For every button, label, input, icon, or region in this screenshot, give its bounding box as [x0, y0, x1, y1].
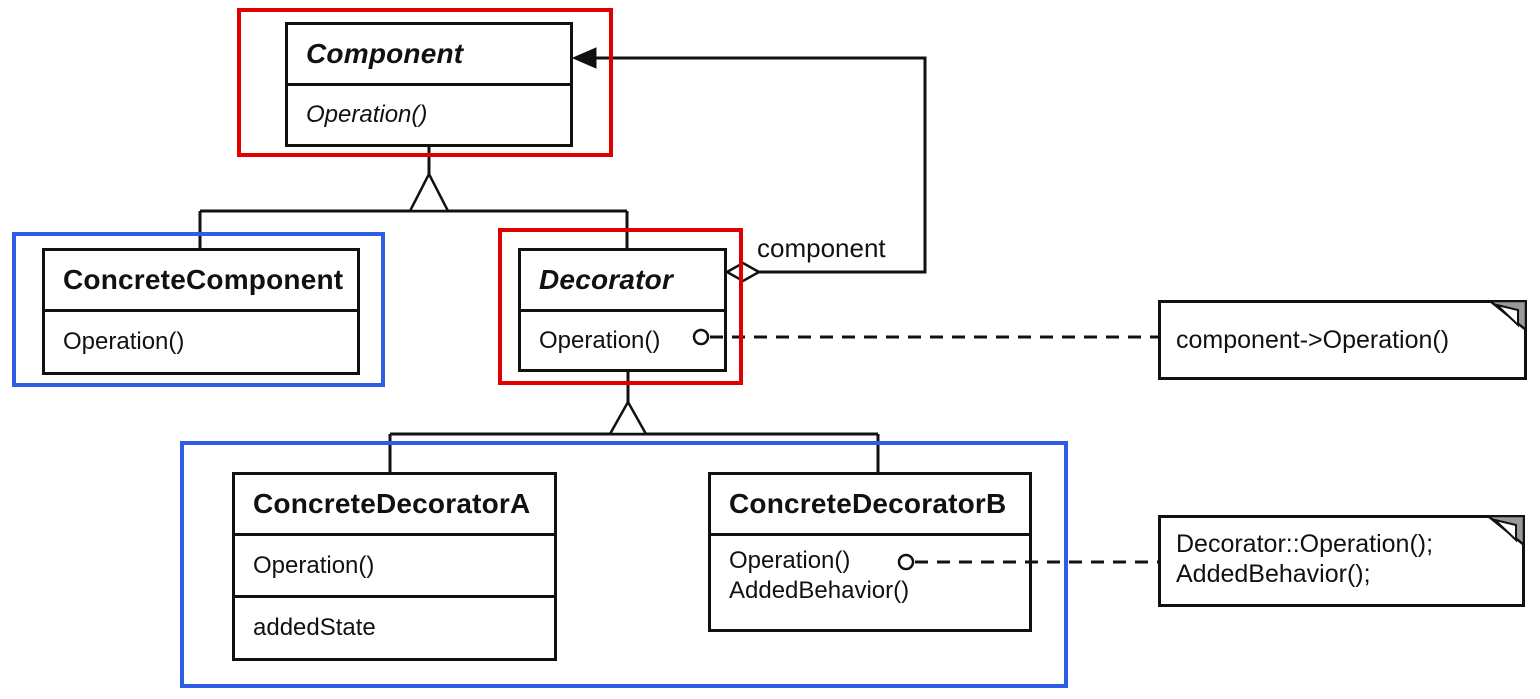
- method-operation: Operation(): [306, 101, 428, 128]
- class-box-concrete-decorator-b: ConcreteDecoratorB Operation() AddedBeha…: [708, 472, 1032, 632]
- attribute-compartment: addedState: [235, 598, 554, 658]
- method-added-behavior: AddedBehavior(): [729, 577, 910, 604]
- inheritance-triangle-icon: [607, 399, 649, 436]
- note-component-operation: component->Operation(): [1158, 300, 1527, 380]
- class-box-concrete-decorator-a: ConcreteDecoratorA Operation() addedStat…: [232, 472, 557, 661]
- attribute-added-state: addedState: [253, 614, 376, 641]
- method-compartment: Operation(): [521, 312, 724, 369]
- class-name-component: Component: [288, 25, 570, 86]
- class-box-component: Component Operation(): [285, 22, 573, 147]
- method-compartment: Operation(): [45, 312, 357, 372]
- note-text-line-1: Decorator::Operation();: [1176, 530, 1434, 558]
- aggregation-edge-label: component: [757, 233, 886, 263]
- highlight-rect-concrete-component: [12, 232, 385, 387]
- note-decorator-operation: Decorator::Operation(); AddedBehavior();: [1158, 515, 1525, 607]
- highlight-rect-concrete-decorators: [180, 441, 1068, 688]
- method-compartment: Operation(): [288, 86, 570, 144]
- method-operation: Operation(): [729, 547, 851, 574]
- method-operation: Operation(): [63, 328, 185, 355]
- inheritance-triangle-icon: [407, 171, 451, 213]
- class-name-concrete-decorator-a: ConcreteDecoratorA: [235, 475, 554, 536]
- note-text: component->Operation(): [1176, 326, 1450, 354]
- note-fold-icon: [1487, 515, 1525, 548]
- method-operation: Operation(): [539, 326, 661, 354]
- method-compartment: Operation(): [235, 536, 554, 598]
- class-name-concrete-component: ConcreteComponent: [45, 251, 357, 312]
- highlight-rect-component: [237, 8, 613, 157]
- highlight-rect-decorator: [498, 228, 743, 385]
- class-name-concrete-decorator-b: ConcreteDecoratorB: [711, 475, 1029, 536]
- class-box-concrete-component: ConcreteComponent Operation(): [42, 248, 360, 375]
- method-operation: Operation(): [253, 551, 375, 579]
- method-compartment: Operation() AddedBehavior(): [711, 536, 1029, 629]
- note-fold-icon: [1489, 300, 1527, 333]
- note-text-line-2: AddedBehavior();: [1176, 560, 1371, 588]
